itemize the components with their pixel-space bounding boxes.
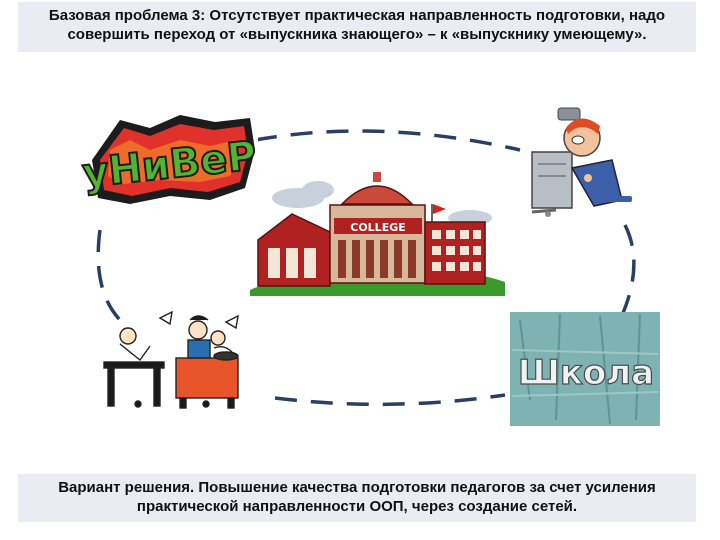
- college-building-icon: COLLEGE: [250, 172, 505, 296]
- school-sign-text: Школа: [518, 353, 654, 393]
- college-sign-text: COLLEGE: [350, 221, 406, 234]
- mechanic-character-icon: [531, 107, 632, 217]
- graffiti-univer-icon: уНиВеР: [79, 108, 260, 213]
- solution-text: Вариант решения. Повышение качества подг…: [58, 479, 656, 515]
- school-sign-icon: Школа: [510, 312, 660, 426]
- problem-statement-text: Базовая проблема 3: Отсутствует практиче…: [48, 7, 666, 43]
- office-workers-icon: [103, 310, 239, 409]
- solution-box: Вариант решения. Повышение качества подг…: [18, 474, 696, 522]
- dashed-cycle-ellipse: [96, 129, 636, 407]
- problem-statement-box: Базовая проблема 3: Отсутствует практиче…: [18, 2, 696, 52]
